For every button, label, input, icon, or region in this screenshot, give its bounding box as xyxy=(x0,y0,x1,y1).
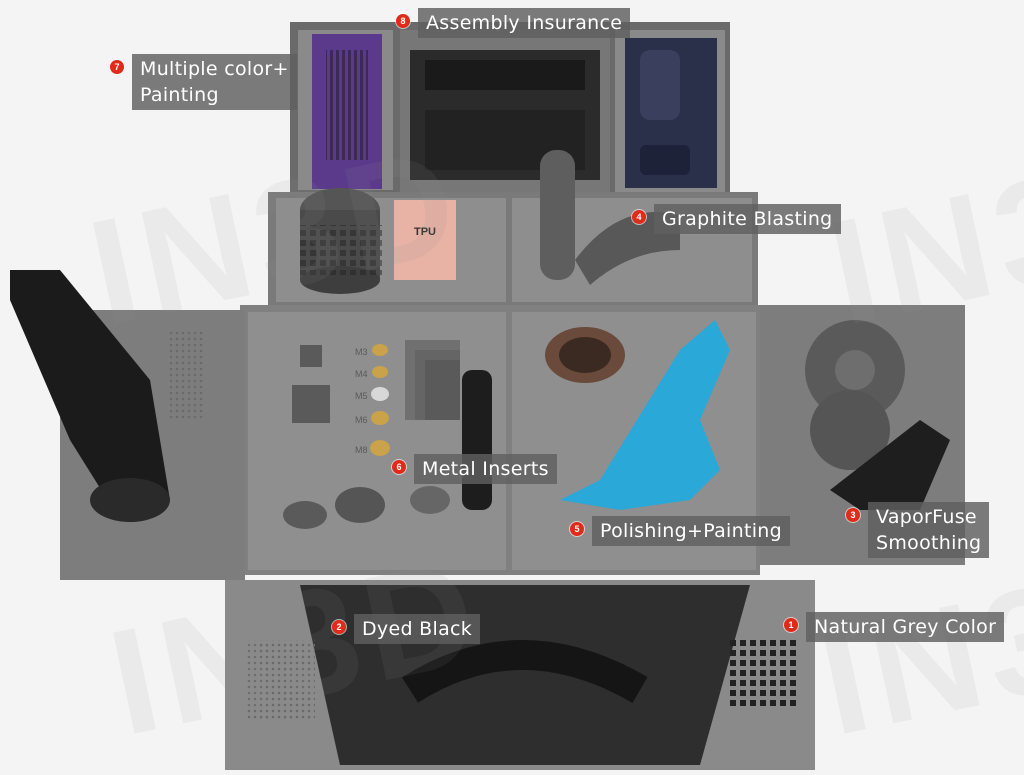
callout-label: Polishing+Painting xyxy=(592,516,791,546)
callout-label-line2: Smoothing xyxy=(876,532,982,554)
callout-label: Graphite Blasting xyxy=(654,204,841,234)
tpu-text: TPU xyxy=(414,226,436,238)
left-wing xyxy=(10,270,245,580)
callout-4-graphite-blasting: 4 Graphite Blasting xyxy=(632,204,841,234)
callout-label: Assembly Insurance xyxy=(418,8,631,38)
insert-label-m6: M6 xyxy=(355,415,368,425)
insert-label-m8: M8 xyxy=(355,445,368,455)
callout-badge: 2 xyxy=(332,620,346,634)
brass-inserts xyxy=(370,344,390,456)
callout-badge: 3 xyxy=(846,508,860,522)
callout-label-line2: Painting xyxy=(140,84,219,106)
top-lid xyxy=(290,22,730,197)
callout-3-vaporfuse-smoothing: 3 VaporFuse Smoothing xyxy=(846,502,990,558)
callout-label: Natural Grey Color xyxy=(806,612,1005,642)
callout-label-line1: Multiple color+ xyxy=(140,58,289,80)
callout-badge: 5 xyxy=(570,522,584,536)
callout-6-metal-inserts: 6 Metal Inserts xyxy=(392,454,557,484)
callout-label: Dyed Black xyxy=(354,614,481,644)
callout-label: VaporFuse Smoothing xyxy=(868,502,990,558)
callout-label-line1: VaporFuse xyxy=(876,506,977,528)
callout-label: Multiple color+ Painting xyxy=(132,54,297,110)
callout-7-multiple-color-painting: 7 Multiple color+ Painting xyxy=(110,54,297,110)
insert-label-m3: M3 xyxy=(355,347,368,357)
callout-badge: 1 xyxy=(784,618,798,632)
callout-label: Metal Inserts xyxy=(414,454,557,484)
callout-5-polishing-painting: 5 Polishing+Painting xyxy=(570,516,791,546)
callout-badge: 4 xyxy=(632,210,646,224)
bottom-lid xyxy=(225,580,815,770)
insert-label-m5: M5 xyxy=(355,391,368,401)
callout-badge: 7 xyxy=(110,60,124,74)
callout-8-assembly-insurance: 8 Assembly Insurance xyxy=(396,8,631,38)
callout-2-dyed-black: 2 Dyed Black xyxy=(332,614,481,644)
callout-badge: 6 xyxy=(392,460,406,474)
callout-1-natural-grey-color: 1 Natural Grey Color xyxy=(784,612,1005,642)
callout-badge: 8 xyxy=(396,14,410,28)
insert-label-m4: M4 xyxy=(355,369,368,379)
